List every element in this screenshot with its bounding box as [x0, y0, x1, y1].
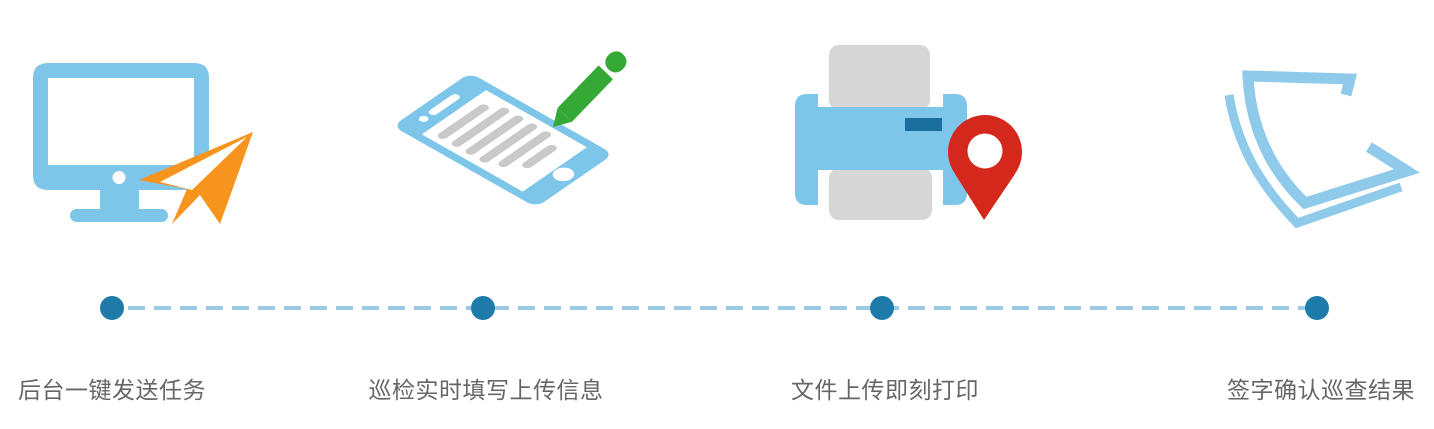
tablet-screen-text-lines — [437, 104, 557, 169]
screen-text-line — [498, 131, 552, 168]
timeline-dot-4 — [1305, 296, 1329, 320]
tablet-speaker-slot — [428, 94, 460, 116]
tablet-with-pencil-icon — [397, 51, 627, 205]
pencil-body — [557, 65, 613, 122]
paper-plane-fold-highlight — [160, 137, 247, 190]
pin-tail — [955, 174, 1015, 220]
tablet-screen — [421, 90, 587, 192]
screen-text-line — [479, 123, 538, 163]
pencil-eraser-cap — [605, 51, 627, 73]
timeline-dot-2 — [471, 296, 495, 320]
monitor-stand-base — [70, 209, 168, 222]
step-2-label: 巡检实时填写上传信息 — [368, 377, 604, 403]
screen-text-line — [465, 115, 524, 155]
printer-output-paper — [829, 168, 932, 220]
timeline-dot-1 — [100, 296, 124, 320]
pencil-icon — [553, 51, 627, 127]
printer-with-location-pin-icon — [795, 45, 1022, 220]
pin-center-hole — [967, 133, 1003, 169]
step-4-label: 签字确认巡查结果 — [1227, 377, 1415, 403]
screen-text-line — [522, 144, 557, 169]
tablet-home-button — [552, 167, 575, 182]
printer-input-paper — [829, 45, 930, 110]
document-sheet-front — [1242, 70, 1420, 210]
step-3-label: 文件上传即刻打印 — [791, 377, 979, 403]
stacked-documents-icon — [1224, 70, 1420, 229]
tablet-icon — [397, 75, 609, 205]
monitor-with-paper-plane-icon — [33, 63, 253, 224]
screen-text-line — [437, 104, 489, 139]
monitor-camera-dot — [112, 171, 126, 184]
printer-indicator-slot — [905, 118, 942, 131]
timeline — [100, 296, 1329, 320]
tablet-camera-dot — [418, 115, 429, 122]
monitor-stand-neck — [100, 189, 139, 211]
step-1-label: 后台一键发送任务 — [18, 377, 206, 403]
pencil-tip — [553, 107, 573, 127]
screen-text-line — [451, 107, 510, 147]
location-pin-icon — [948, 115, 1022, 220]
timeline-dot-3 — [870, 296, 894, 320]
document-sheet-back — [1224, 94, 1403, 229]
